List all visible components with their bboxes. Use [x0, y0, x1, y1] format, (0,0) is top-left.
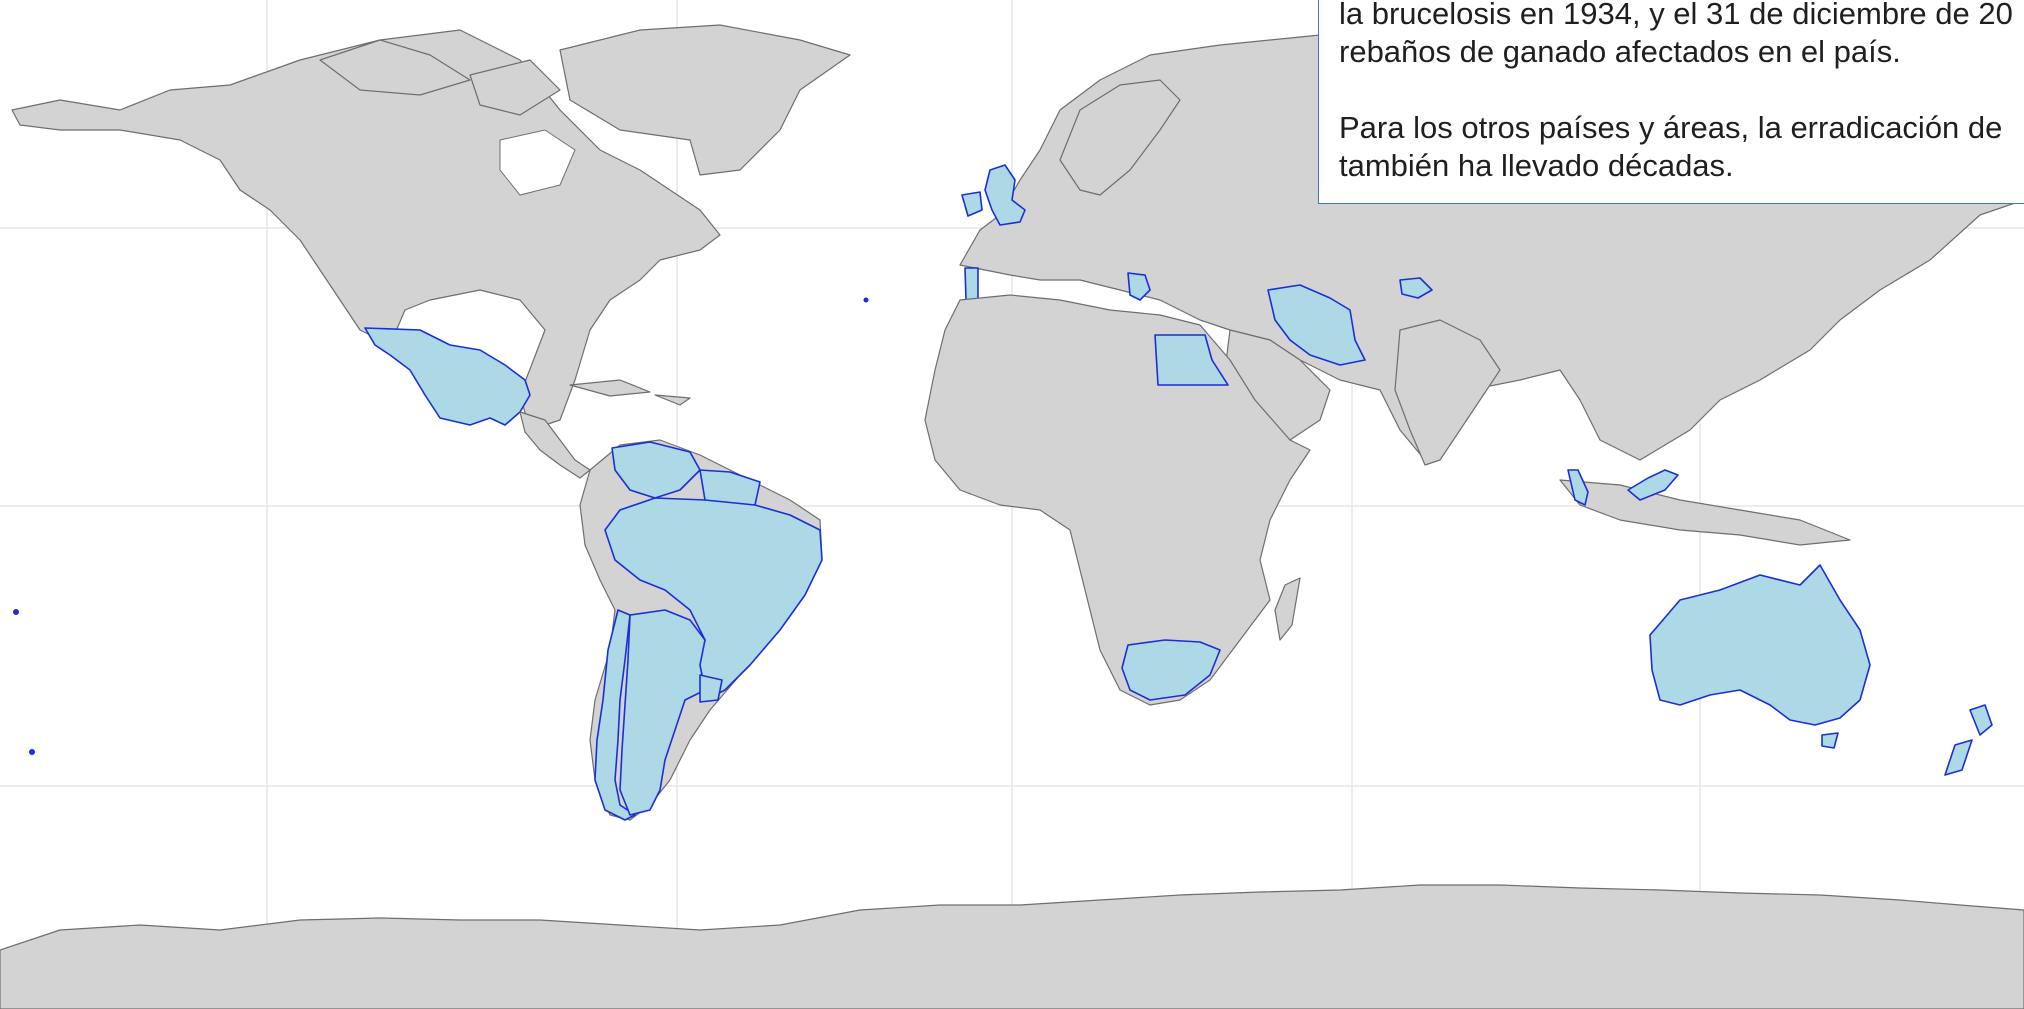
island-marker-caribbean [863, 297, 869, 303]
arctic-islands [319, 39, 561, 116]
australia [1649, 564, 1871, 726]
portugal [964, 267, 979, 301]
malaysia-peninsular [1567, 469, 1589, 506]
malaysia-borneo [1627, 469, 1679, 501]
mexico [364, 327, 531, 426]
antarctica-landmass [0, 884, 2024, 1009]
scandinavia [1059, 79, 1181, 196]
madagascar [1274, 577, 1301, 641]
tajikistan [1399, 277, 1433, 299]
new-zealand [1944, 704, 1993, 776]
island-marker-pacific-2 [29, 749, 35, 755]
ireland [961, 191, 983, 217]
caribbean-islands [569, 379, 691, 406]
info-note-box: la brucelosis en 1934, y el 31 de diciem… [1318, 0, 2024, 204]
south-africa [1121, 639, 1221, 701]
iran [1267, 284, 1366, 366]
africa-landmass [924, 294, 1311, 706]
central-america [519, 411, 591, 479]
note-gap [1339, 71, 2024, 109]
indonesia-islands [1559, 479, 1851, 546]
tasmania [1821, 732, 1839, 749]
united-kingdom [984, 164, 1026, 226]
greece [1127, 272, 1151, 301]
greenland-landmass [559, 24, 851, 176]
note-line-1: la brucelosis en 1934, y el 31 de diciem… [1339, 0, 2013, 31]
note-line-3: Para los otros países y áreas, la erradi… [1339, 110, 2003, 145]
note-line-2: rebaños de ganado afectados en el país. [1339, 34, 1901, 69]
indian-subcontinent [1394, 319, 1501, 466]
uruguay [699, 674, 723, 703]
egypt [1154, 334, 1229, 386]
argentina [619, 609, 706, 816]
venezuela [611, 441, 701, 499]
note-line-4: también ha llevado décadas. [1339, 148, 1734, 183]
chile [594, 609, 636, 821]
hudson-bay [499, 129, 576, 196]
island-marker-pacific [13, 609, 19, 615]
